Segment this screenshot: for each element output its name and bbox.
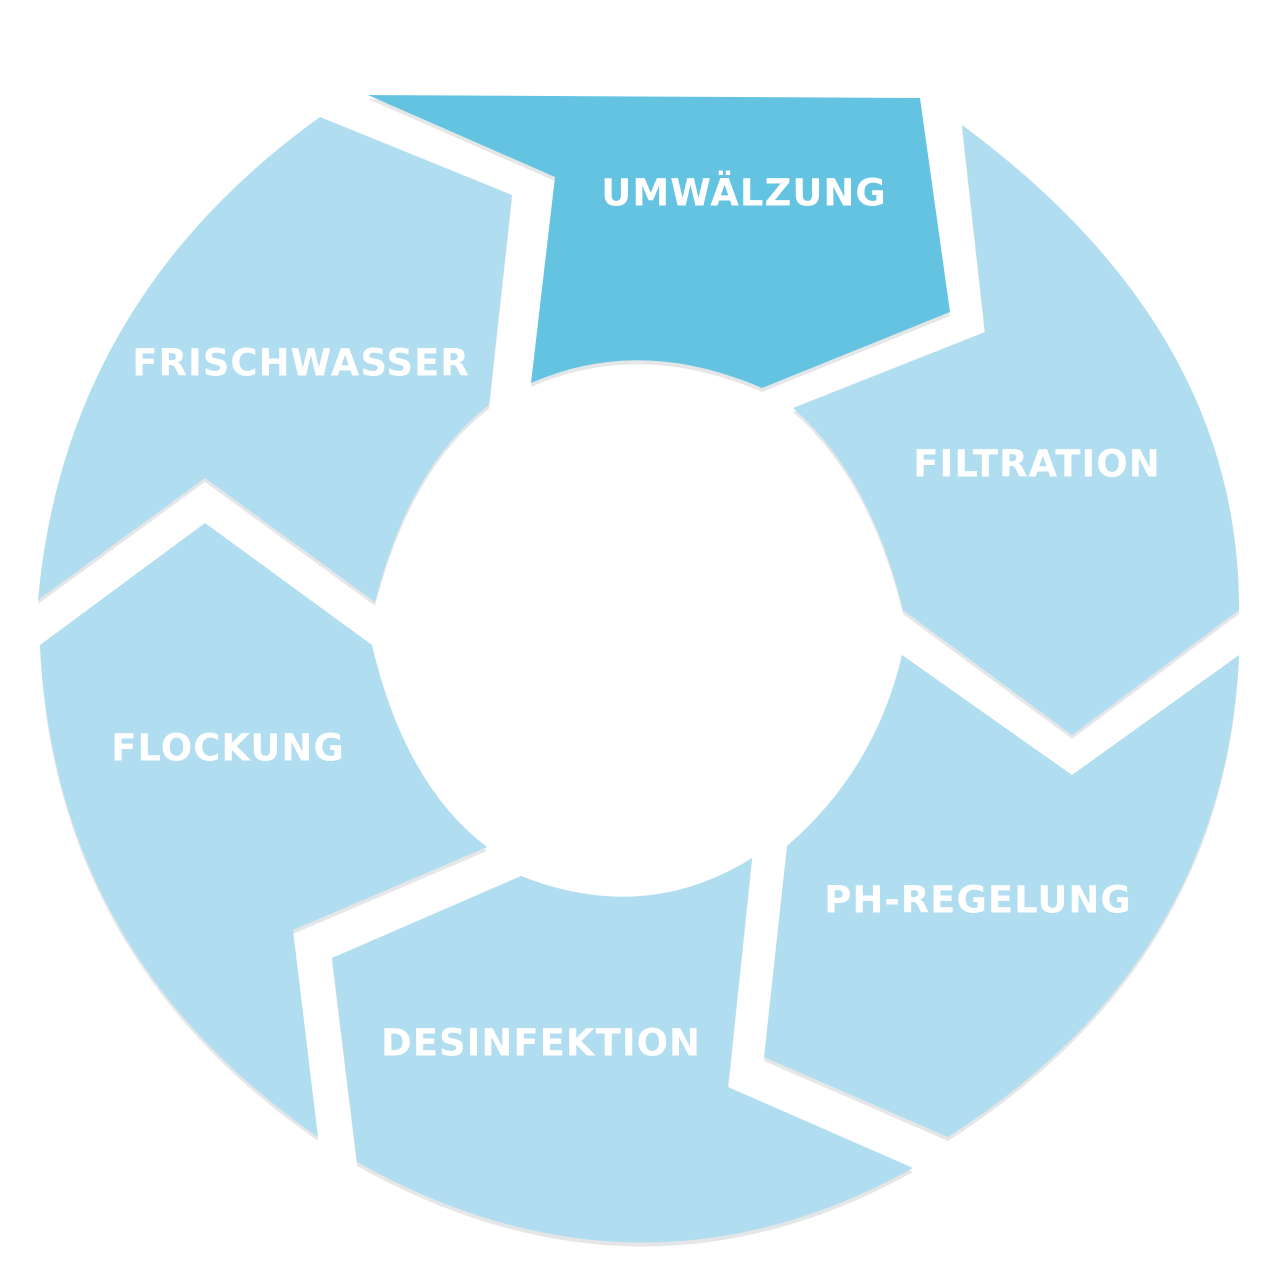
label-filtration: FILTRATION [913, 443, 1160, 486]
segment-ph-regelung [764, 655, 1239, 1137]
segment-umwaelzung [368, 95, 950, 388]
segment-filtration [793, 125, 1240, 735]
label-ph-regelung: PH-REGELUNG [824, 879, 1132, 922]
label-desinfektion: DESINFEKTION [381, 1022, 701, 1065]
segment-frischwasser [38, 117, 512, 602]
label-umwaelzung: UMWÄLZUNG [601, 171, 886, 215]
segments [38, 95, 1240, 1243]
label-frischwasser: FRISCHWASSER [132, 342, 469, 385]
segment-flockung [40, 523, 487, 1137]
segment-desinfektion [332, 858, 913, 1243]
label-flockung: FLOCKUNG [111, 727, 345, 770]
segment-labels: UMWÄLZUNG FILTRATION PH-REGELUNG DESINFE… [111, 171, 1160, 1065]
